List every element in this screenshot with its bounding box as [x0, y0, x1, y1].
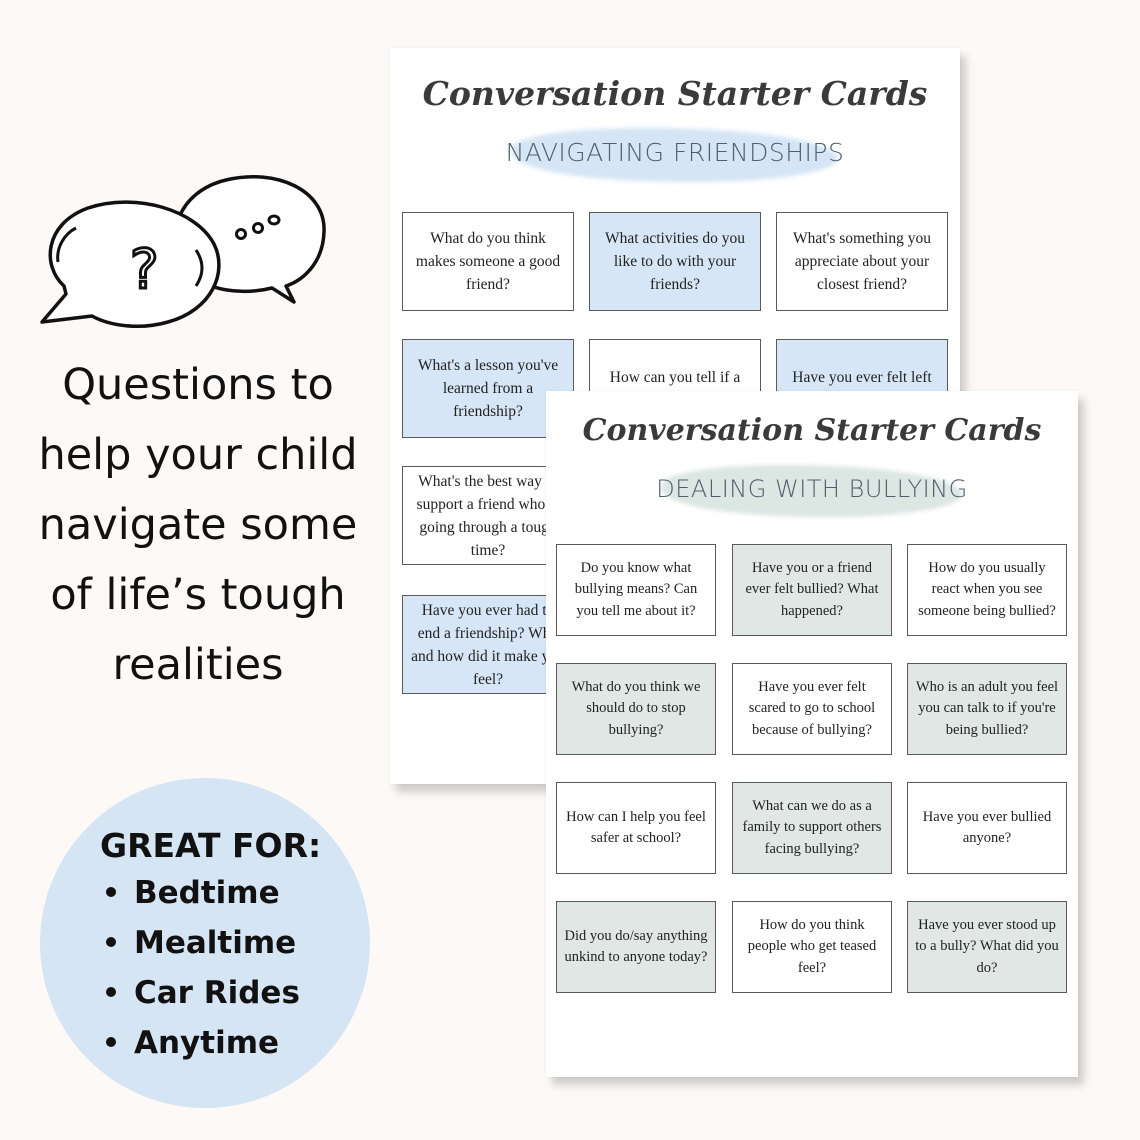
- question-card: Did you do/say anything unkind to anyone…: [556, 901, 716, 993]
- tagline-line: Questions to: [62, 360, 334, 410]
- question-card: How do you think people who get teased f…: [732, 901, 892, 993]
- speech-bubbles-question-icon: ?: [40, 175, 326, 328]
- sheet-title: Conversation Starter Cards: [582, 413, 1042, 448]
- sheet-subtitle: NAVIGATING FRIENDSHIPS: [505, 138, 845, 167]
- question-card: What do you think makes someone a good f…: [402, 212, 574, 311]
- question-card: What's a lesson you've learned from a fr…: [402, 339, 574, 438]
- bullet-icon: [106, 936, 116, 947]
- tagline-line: navigate some: [38, 500, 358, 550]
- bullet-icon: [106, 1036, 116, 1047]
- tagline-line: of life’s tough: [50, 570, 346, 620]
- question-card: Have you or a friend ever felt bullied? …: [732, 544, 892, 636]
- question-card: What's something you appreciate about yo…: [776, 212, 948, 311]
- tagline-line: help your child: [38, 430, 358, 480]
- question-card: What's the best way to support a friend …: [402, 466, 574, 565]
- svg-text:?: ?: [130, 238, 159, 301]
- list-item: Bedtime: [106, 870, 300, 920]
- great-for-title: GREAT FOR:: [100, 826, 322, 865]
- bullet-icon: [106, 986, 116, 997]
- question-card: Have you ever felt scared to go to schoo…: [732, 663, 892, 755]
- question-card: What can we do as a family to support ot…: [732, 782, 892, 874]
- list-item-label: Bedtime: [134, 875, 280, 911]
- great-for-circle: [40, 778, 370, 1108]
- list-item: Car Rides: [106, 970, 300, 1020]
- list-item: Anytime: [106, 1020, 300, 1070]
- question-card: Have you ever bullied anyone?: [907, 782, 1067, 874]
- list-item-label: Anytime: [134, 1025, 280, 1061]
- brush-stroke: [512, 128, 838, 182]
- question-card: What do you think we should do to stop b…: [556, 663, 716, 755]
- bullet-icon: [106, 886, 116, 897]
- question-card: Who is an adult you feel you can talk to…: [907, 663, 1067, 755]
- great-for-list: Bedtime Mealtime Car Rides Anytime: [106, 870, 300, 1070]
- brush-stroke: [662, 465, 962, 517]
- question-card: Do you know what bullying means? Can you…: [556, 544, 716, 636]
- sheet-dealing-with-bullying: Conversation Starter Cards DEALING WITH …: [546, 391, 1078, 1077]
- sheet-title: Conversation Starter Cards: [422, 74, 928, 113]
- list-item-label: Mealtime: [134, 925, 297, 961]
- list-item-label: Car Rides: [134, 975, 300, 1011]
- question-card: How can I help you feel safer at school?: [556, 782, 716, 874]
- question-card: What activities do you like to do with y…: [589, 212, 761, 311]
- tagline-line: realities: [112, 640, 284, 690]
- question-card: How do you usually react when you see so…: [907, 544, 1067, 636]
- sheet-subtitle: DEALING WITH BULLYING: [656, 475, 968, 503]
- tagline: Questions to help your child navigate so…: [18, 350, 378, 700]
- question-card: Have you ever had to end a friendship? W…: [402, 595, 574, 694]
- question-card: Have you ever stood up to a bully? What …: [907, 901, 1067, 993]
- list-item: Mealtime: [106, 920, 300, 970]
